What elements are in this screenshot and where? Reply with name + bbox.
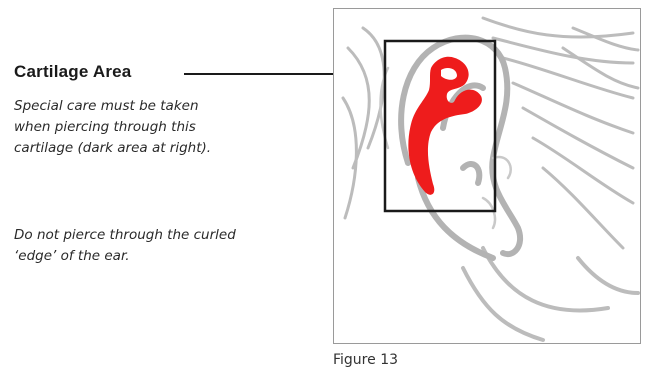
cartilage-heading: Cartilage Area — [14, 62, 131, 82]
figure-caption: Figure 13 — [333, 352, 398, 368]
figure-frame — [334, 9, 641, 344]
ear-illustration — [333, 8, 641, 344]
edge-warning: Do not pierce through the curled ‘edge’ … — [14, 225, 239, 267]
cartilage-description: Special care must be taken when piercing… — [14, 96, 239, 159]
